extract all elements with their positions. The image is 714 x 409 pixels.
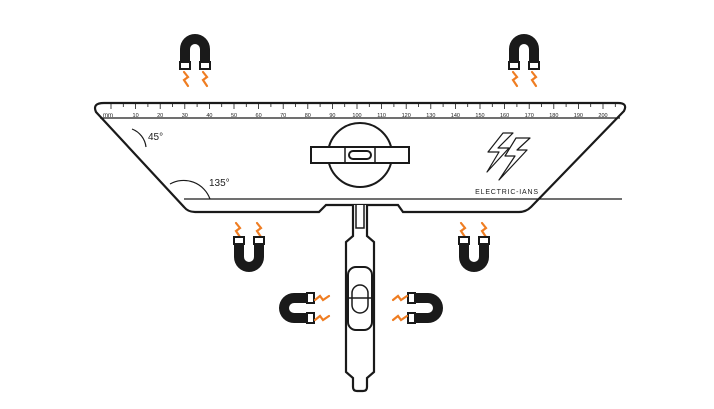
handle-slot: [355, 205, 365, 229]
spark-icon: [391, 294, 409, 322]
magnet-icon-bottom-left: [278, 292, 315, 324]
angle-arc-45: [131, 128, 147, 148]
lightning-bolt-logo-icon: [486, 132, 531, 181]
ruler-tick-label: 10: [133, 113, 139, 119]
ruler-tick-label: 160: [500, 113, 509, 119]
spark-icon: [182, 70, 209, 88]
ruler-tick-label: 180: [549, 113, 558, 119]
magnet-icon-top-right: [508, 33, 540, 70]
brand-name: ELECTRIC-IANS: [475, 189, 539, 196]
spark-icon: [313, 294, 331, 322]
spirit-level-round: [310, 122, 410, 188]
spirit-level-handle: [347, 266, 373, 331]
ruler-tick-label: 120: [402, 113, 411, 119]
magnet-icon-mid-right: [458, 236, 490, 273]
ruler-tick-labels: 10 20 30 40 50 60 70 80 90 100 110 120 130 140 150 160 1…: [133, 113, 608, 119]
magnet-icon-bottom-right: [407, 292, 444, 324]
ruler-tick-label: 90: [329, 113, 335, 119]
ruler-tick-label: 190: [574, 113, 583, 119]
ruler-tick-label: 130: [426, 113, 435, 119]
ruler-unit-label: mm: [103, 113, 113, 119]
angle-label-135: 135°: [209, 178, 230, 189]
ruler-tick-label: 100: [352, 113, 361, 119]
ruler-tick-label: 140: [451, 113, 460, 119]
magnet-icon-top-left: [179, 33, 211, 70]
ruler-ticks: [110, 103, 616, 109]
ruler-tick-label: 60: [256, 113, 262, 119]
ruler-tick-label: 70: [280, 113, 286, 119]
spark-icon: [511, 70, 538, 88]
ruler-tick-label: 80: [305, 113, 311, 119]
angle-arc-135: [169, 179, 211, 200]
spark-icon: [459, 221, 488, 239]
ruler-tick-label: 30: [182, 113, 188, 119]
ruler-tick-label: 200: [598, 113, 607, 119]
ruler-tick-label: 50: [231, 113, 237, 119]
ruler-tick-label: 40: [206, 113, 212, 119]
spark-icon: [234, 221, 263, 239]
ruler-tick-label: 170: [525, 113, 534, 119]
magnet-icon-mid-left: [233, 236, 265, 273]
angle-label-45: 45°: [148, 132, 163, 143]
ruler-tick-label: 20: [157, 113, 163, 119]
ruler-tick-label: 110: [377, 113, 386, 119]
ruler-tick-label: 150: [475, 113, 484, 119]
